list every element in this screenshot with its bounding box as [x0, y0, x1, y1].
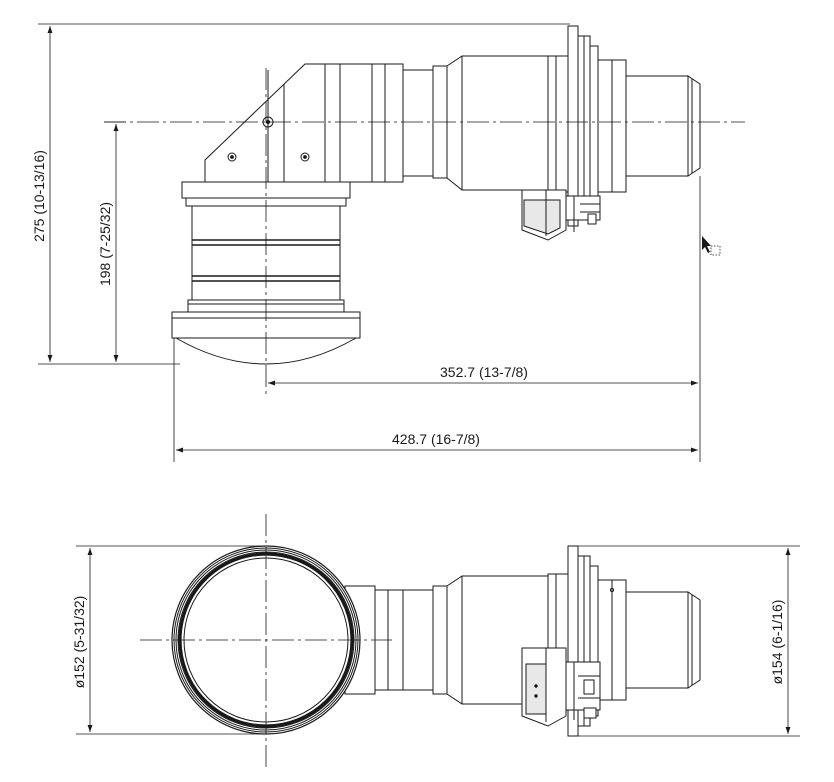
width-total-label: 428.7 (16-7/8) — [392, 431, 480, 447]
front-connector-box — [521, 647, 601, 727]
side-view: 275 (10-13/16) 198 (7-25/32) 352.7 (13-7… — [31, 23, 745, 462]
front-flange — [567, 545, 701, 737]
mouse-pointer-icon — [702, 236, 721, 256]
diameter-front-label: ø152 (5-31/32) — [71, 596, 87, 689]
width-short-label: 352.7 (13-7/8) — [440, 364, 528, 380]
height-total-label: 275 (10-13/16) — [31, 150, 47, 242]
diameter-rear-label: ø154 (6-1/16) — [769, 600, 785, 685]
height-axis-label: 198 (7-25/32) — [97, 202, 113, 286]
mirror-housing — [204, 63, 326, 194]
connector-box — [521, 189, 601, 241]
front-view: ø152 (5-31/32) ø154 (6-1/16) — [71, 514, 800, 768]
upper-barrel — [324, 55, 571, 193]
